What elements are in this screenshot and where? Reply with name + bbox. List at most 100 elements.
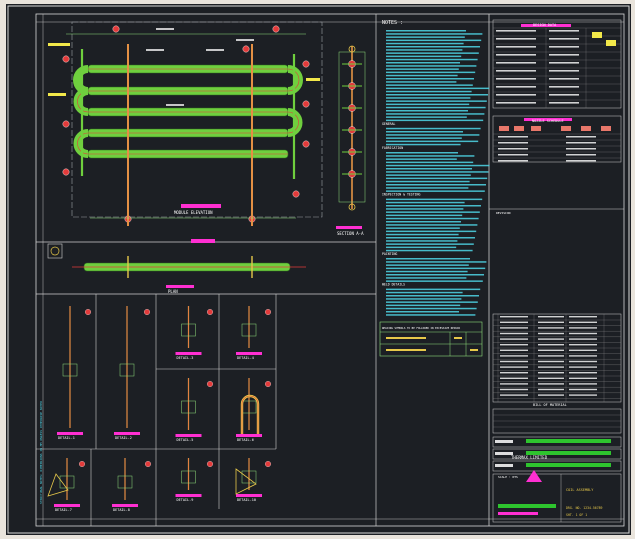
note-line <box>386 277 467 279</box>
note-line <box>386 230 477 233</box>
nozzle-schedule-title: NOZZLE SCHEDULE <box>532 119 564 123</box>
note-line <box>386 103 470 106</box>
note-line <box>386 311 459 313</box>
detail-bubble <box>79 461 85 467</box>
sheet-border <box>7 5 630 534</box>
nozzle-cell <box>531 126 541 131</box>
callout-bubble <box>302 60 310 68</box>
project-row-value <box>526 451 611 455</box>
note-line <box>386 264 469 266</box>
note-line <box>386 217 479 220</box>
detail-title: DETAIL-7 <box>55 508 72 512</box>
detail-title-bar <box>236 494 262 497</box>
bend-centerline <box>77 132 89 155</box>
note-line <box>386 187 469 189</box>
note-line <box>386 119 484 122</box>
note-line <box>386 30 466 32</box>
callout-bubble <box>302 140 310 148</box>
detail-title-bar <box>57 432 83 435</box>
note-line <box>386 81 457 83</box>
detail-title: DETAIL-5 <box>177 438 194 442</box>
note-line <box>386 171 489 173</box>
section-marker <box>348 203 356 211</box>
note-line <box>386 131 463 133</box>
dimension-text <box>206 49 224 51</box>
detail-title: DETAIL-10 <box>237 498 256 502</box>
weld-symbol <box>47 473 69 497</box>
plan-title: PLAN <box>168 289 178 294</box>
note-line <box>386 62 460 64</box>
bend-detail-centerline <box>241 395 259 434</box>
callout-bubble <box>62 55 70 63</box>
notes-subheading: PAINTING <box>382 252 397 256</box>
title-magenta-bar <box>498 512 538 515</box>
elevation-title: MODULE ELEVATION <box>174 210 213 215</box>
detail-bubble <box>207 381 213 387</box>
note-line <box>386 270 468 273</box>
contractor-row-label <box>495 464 513 467</box>
note-line <box>386 246 457 249</box>
note-line <box>386 36 465 38</box>
design-data-title: DESIGN DATA <box>533 23 557 27</box>
note-line <box>386 78 474 80</box>
detail-bubble <box>265 381 271 387</box>
detail-title: DETAIL-1 <box>58 436 75 440</box>
detail-bubble <box>207 461 213 467</box>
note-line <box>386 174 471 176</box>
callout-bubble <box>62 120 70 128</box>
client-row-value <box>526 439 611 443</box>
note-line <box>386 49 463 51</box>
note-line <box>386 295 479 297</box>
note-line <box>386 221 461 223</box>
note-line <box>386 224 478 226</box>
nozzle-cell <box>561 126 571 131</box>
detail-title: DETAIL-9 <box>177 498 194 502</box>
contractor-row <box>492 460 622 472</box>
note-line <box>386 137 462 139</box>
drawing-title: COIL ASSEMBLY <box>566 488 594 492</box>
note-line <box>386 280 483 282</box>
note-line <box>386 87 490 90</box>
note-line <box>386 140 479 143</box>
note-line <box>386 161 474 164</box>
detail-bubble <box>144 309 150 315</box>
detail-bubble <box>85 309 91 315</box>
section-title: SECTION A-A <box>337 231 364 236</box>
callout-bubble <box>272 25 280 33</box>
title-cell <box>492 473 622 523</box>
title-block <box>489 19 624 523</box>
note-line <box>386 110 468 112</box>
cad-drawing-canvas[interactable]: MODULE ELEVATION SECTION A-A PLAN <box>6 4 631 535</box>
nozzle-table <box>492 115 622 163</box>
note-line <box>386 84 473 86</box>
note-line <box>386 307 477 310</box>
dimension-text <box>236 39 254 41</box>
note-line <box>386 227 460 229</box>
notes-subheading: FABRICATION <box>382 146 403 150</box>
scale-label: SCALE : NTS <box>498 475 518 479</box>
note-line <box>386 184 486 186</box>
note-line <box>386 106 486 109</box>
note-line <box>386 205 481 207</box>
note-line <box>386 298 462 300</box>
design-data-table <box>492 19 622 109</box>
detail-support <box>181 400 196 414</box>
note-line <box>386 113 485 115</box>
note-line <box>386 65 477 67</box>
callout-bubble <box>112 25 120 33</box>
weld-symbol <box>235 468 257 495</box>
note-line <box>386 97 471 99</box>
client-row <box>492 436 622 448</box>
detail-support <box>181 470 196 484</box>
note-line <box>386 58 478 61</box>
contractor-row-value <box>526 463 611 467</box>
detail-title: DETAIL-2 <box>115 436 132 440</box>
note-line <box>386 208 464 210</box>
note-line <box>386 39 482 42</box>
client-row-label <box>495 440 513 443</box>
note-line <box>386 168 472 170</box>
bend-detail <box>240 394 260 434</box>
